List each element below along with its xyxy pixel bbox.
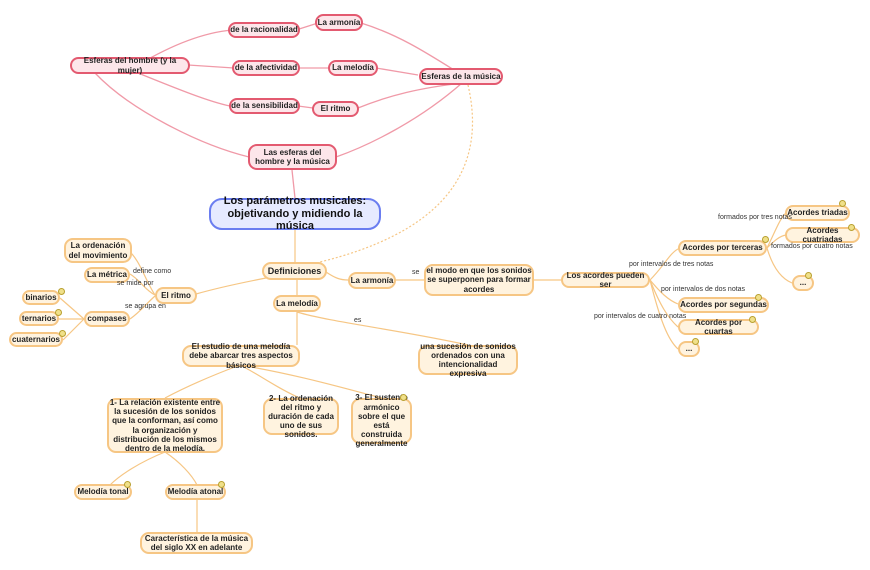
collapse-marker[interactable] <box>692 338 699 345</box>
node-definiciones[interactable]: Definiciones <box>262 262 327 280</box>
node-compases[interactable]: compases <box>84 311 130 327</box>
node-cuaternarios[interactable]: cuaternarios <box>9 332 63 347</box>
node-la-ordenacion[interactable]: La ordenación del movimiento <box>64 238 132 263</box>
node-modo[interactable]: el modo en que los sonidos se superponen… <box>424 264 534 296</box>
label-es: es <box>354 317 362 324</box>
node-el-ritmo[interactable]: El ritmo <box>155 287 197 304</box>
node-acordes-pueden-ser[interactable]: Los acordes pueden ser <box>561 271 650 289</box>
node-la-armonia[interactable]: La armonía <box>348 272 396 289</box>
node-la-metrica[interactable]: La métrica <box>84 267 130 283</box>
node-la-melodia[interactable]: La melodía <box>273 295 321 312</box>
collapse-marker[interactable] <box>124 481 131 488</box>
node-acordes-cuatriadas[interactable]: Acordes cuatriadas <box>785 226 860 244</box>
collapse-marker[interactable] <box>55 309 62 316</box>
node-de-la-sensibilidad[interactable]: de la sensibilidad <box>229 98 300 114</box>
node-acordes-segundas[interactable]: Acordes por segundas <box>678 297 769 313</box>
node-acordes-cuartas[interactable]: Acordes por cuartas <box>678 318 759 336</box>
label-cuatro-notas: por intervalos de cuatro notas <box>594 313 687 320</box>
node-de-la-afectividad[interactable]: de la afectividad <box>232 60 300 76</box>
node-binarios[interactable]: binarios <box>22 290 60 305</box>
node-caracteristica[interactable]: Característica de la música del siglo XX… <box>140 532 253 554</box>
node-la-melodia-top[interactable]: La melodía <box>328 60 378 76</box>
node-aspecto-2[interactable]: 2- La ordenación del ritmo y duración de… <box>263 394 339 439</box>
collapse-marker[interactable] <box>400 394 407 401</box>
label-formados-cuatro: formados por cuatro notas <box>771 243 853 250</box>
node-la-armonia-top[interactable]: La armonía <box>315 14 363 31</box>
central-topic[interactable]: Los parámetros musicales: objetivando y … <box>209 195 381 232</box>
collapse-marker[interactable] <box>218 481 225 488</box>
collapse-marker[interactable] <box>58 288 65 295</box>
collapse-marker[interactable] <box>755 294 762 301</box>
node-aspecto-3[interactable]: 3- El sustento armónico sobre el que est… <box>351 393 412 448</box>
collapse-marker[interactable] <box>805 272 812 279</box>
label-se: se <box>412 269 420 276</box>
node-las-esferas[interactable]: Las esferas del hombre y la música <box>248 144 337 170</box>
collapse-marker[interactable] <box>59 330 66 337</box>
node-estudio[interactable]: El estudio de una melodía debe abarcar t… <box>182 342 300 370</box>
node-ellipsis-a[interactable]: ... <box>792 275 814 291</box>
node-ternarios[interactable]: ternarios <box>19 311 59 326</box>
node-esferas-del-hombre[interactable]: Esferas del hombre (y la mujer) <box>70 56 190 75</box>
label-tres-notas: por intervalos de tres notas <box>629 261 714 268</box>
node-de-la-racionalidad[interactable]: de la racionalidad <box>228 22 300 38</box>
node-melodia-tonal[interactable]: Melodía tonal <box>74 484 132 500</box>
label-dos-notas: por intervalos de dos notas <box>661 286 746 293</box>
node-acordes-terceras[interactable]: Acordes por terceras <box>678 240 767 256</box>
collapse-marker[interactable] <box>839 200 846 207</box>
node-ellipsis-b[interactable]: ... <box>678 341 700 357</box>
node-acordes-triadas[interactable]: Acordes triadas <box>785 205 850 221</box>
label-formados-tres: formados por tres notas <box>718 214 792 221</box>
label-define-como: define como <box>133 268 172 275</box>
node-sucesion[interactable]: una sucesión de sonidos ordenados con un… <box>418 342 518 378</box>
node-aspecto-1[interactable]: 1- La relación existente entre la sucesi… <box>107 398 223 453</box>
collapse-marker[interactable] <box>762 236 769 243</box>
collapse-marker[interactable] <box>848 224 855 231</box>
node-esferas-de-la-musica[interactable]: Esferas de la música <box>419 68 503 85</box>
collapse-marker[interactable] <box>749 316 756 323</box>
node-melodia-atonal[interactable]: Melodía atonal <box>165 484 226 500</box>
label-se-agrupa-en: se agrupa en <box>125 303 166 310</box>
node-el-ritmo-top[interactable]: El ritmo <box>312 101 359 117</box>
label-se-mide-por: se mide por <box>117 280 154 287</box>
